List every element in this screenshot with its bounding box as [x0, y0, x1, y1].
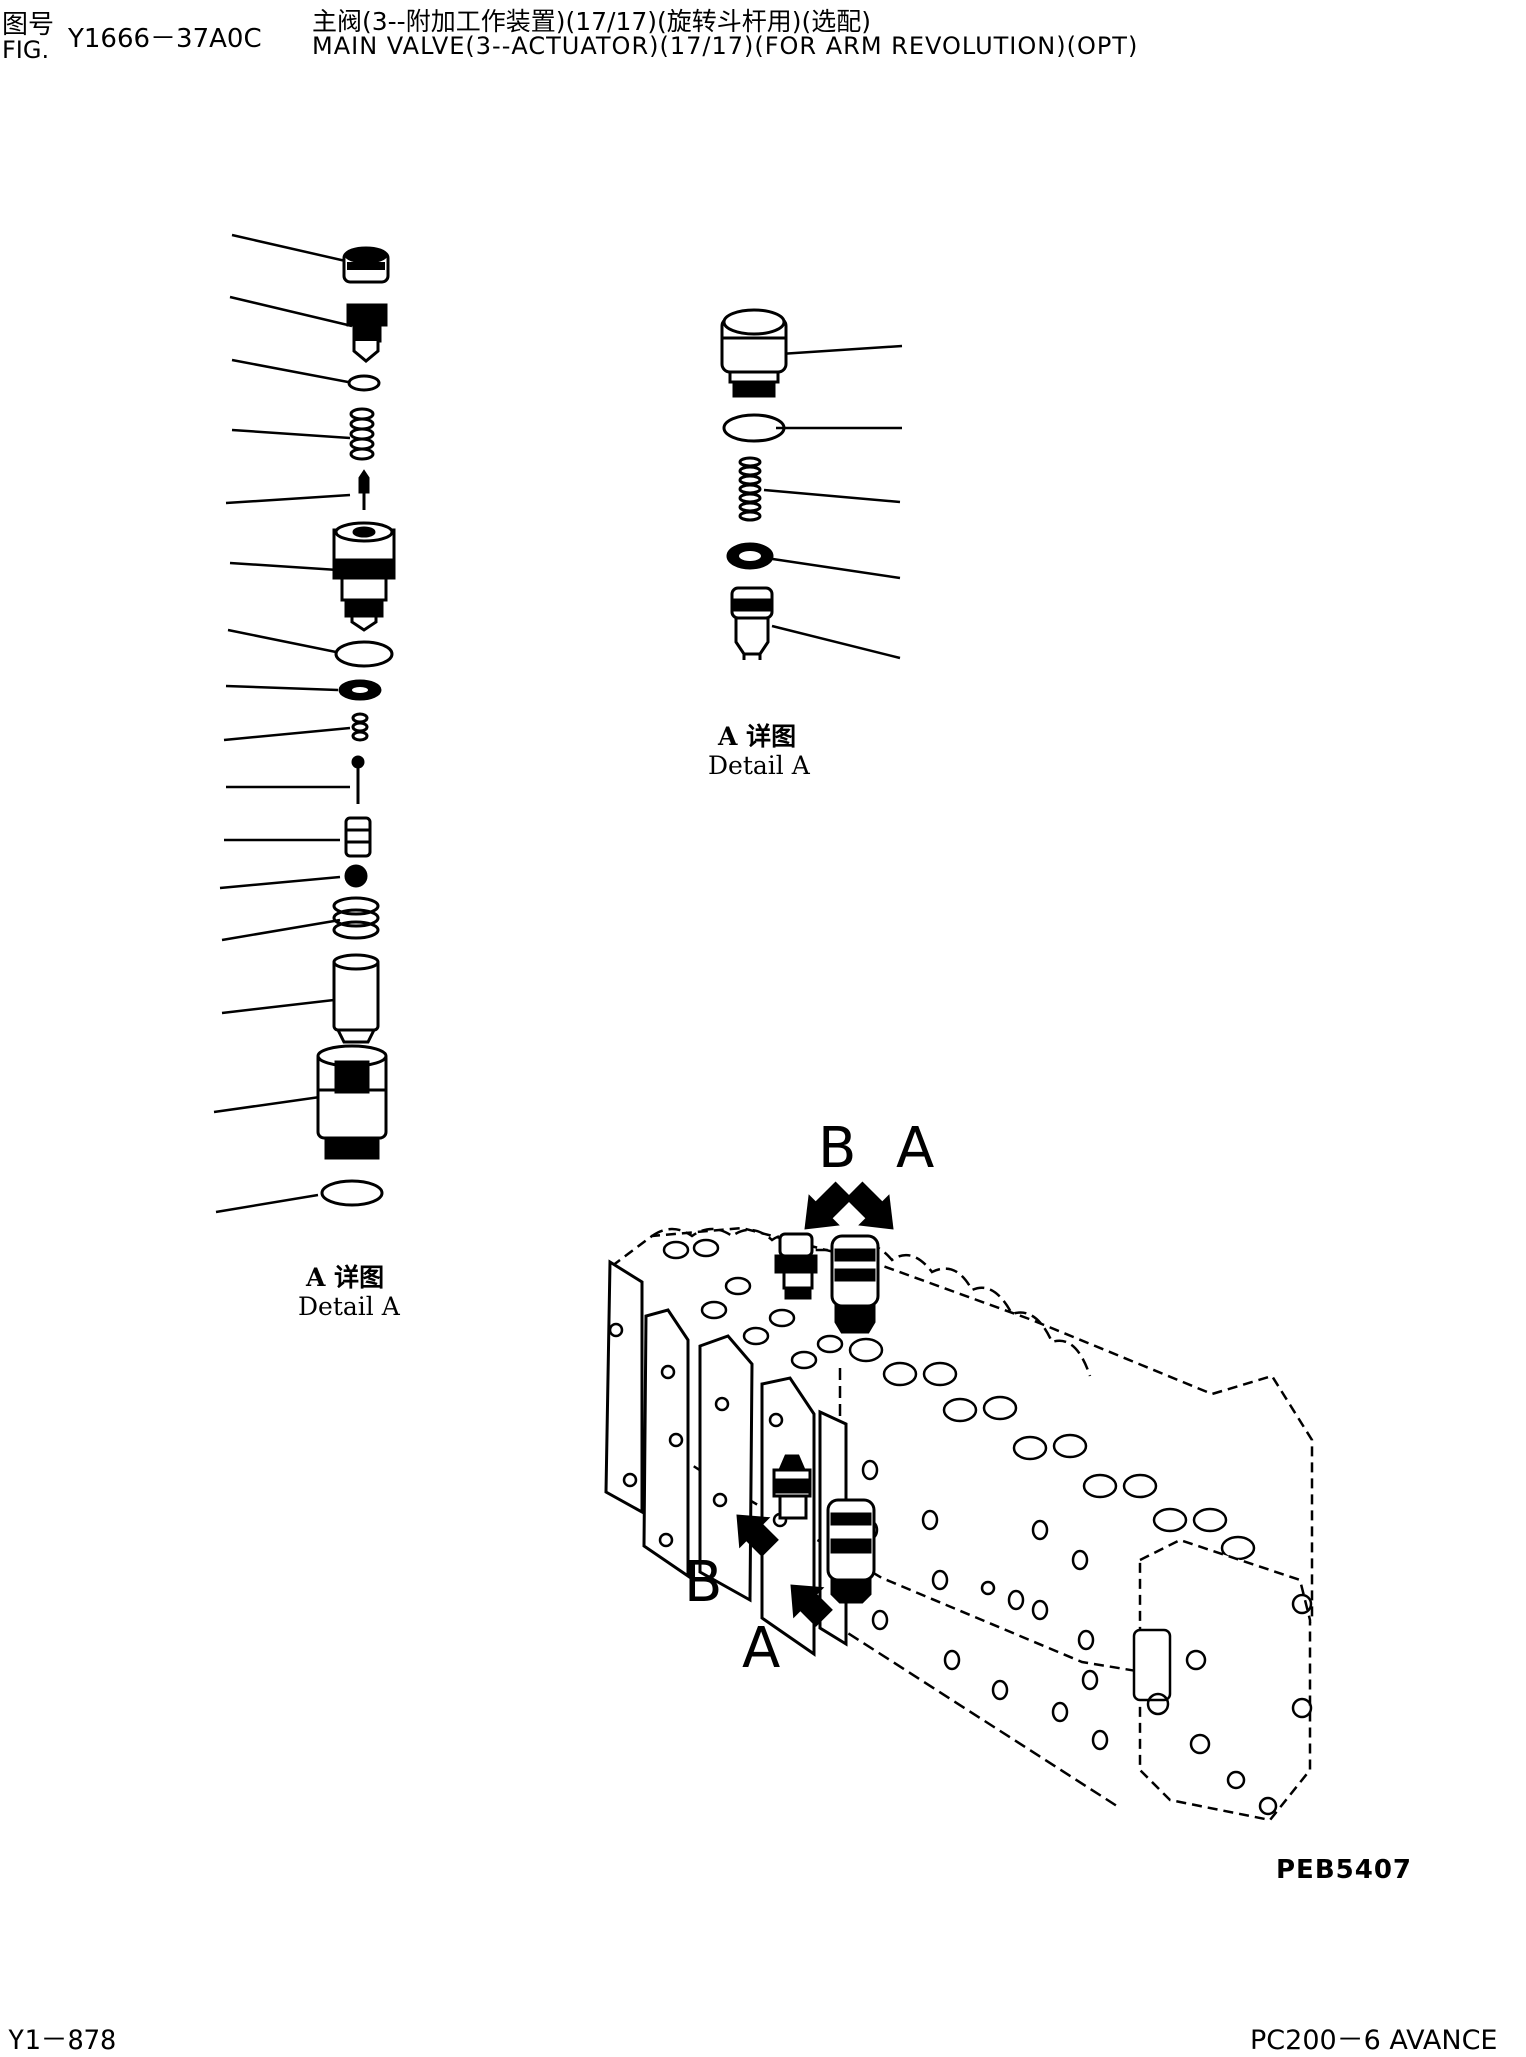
left-detail-caption-cn: A 详图: [306, 1263, 385, 1292]
end-cap: [1132, 1538, 1313, 1822]
footer-page: Y1－878: [8, 2025, 117, 2056]
label-b-top: B: [818, 1116, 857, 1181]
left-parts-stack: [316, 246, 396, 1207]
arrow-a-top: [845, 1181, 894, 1230]
arrow-b-bottom: [736, 1514, 779, 1557]
left-exploded-view: [213, 233, 396, 1214]
seal-pack: [332, 896, 380, 940]
valve-body-part: [332, 521, 396, 632]
o-ring-3: [320, 1179, 384, 1207]
fig-label-en: FIG.: [2, 36, 50, 64]
drawing-code: PEB5407: [1276, 1855, 1412, 1885]
label-a-bottom: A: [742, 1616, 781, 1681]
right-detail-caption-en: Detail A: [708, 751, 810, 780]
seat-ring-right: [726, 542, 774, 570]
label-a-top: A: [896, 1116, 935, 1181]
fig-label-cn: 图号: [2, 10, 55, 40]
pointer-arrows: [736, 1181, 894, 1627]
poppet-pin-2: [351, 755, 365, 804]
spring-right: [738, 456, 762, 522]
block-top-edge: [651, 1227, 1092, 1377]
plug-part: [346, 303, 388, 363]
right-leader-lines: [763, 344, 903, 660]
fig-number: Y1666－37A0C: [68, 24, 262, 54]
arrow-a-bottom: [790, 1584, 833, 1627]
backup-ring: [338, 679, 382, 701]
piston-part: [332, 953, 380, 1044]
title-en: MAIN VALVE(3‑‑ACTUATOR)(17/17)(FOR ARM R…: [312, 32, 1139, 60]
arrow-b-top: [804, 1181, 853, 1230]
spring-1: [349, 407, 375, 461]
right-detail-caption-cn: A 详图: [718, 722, 797, 751]
left-leader-lines: [213, 233, 353, 1214]
o-ring-right: [722, 413, 786, 443]
left-detail-caption-en: Detail A: [298, 1292, 400, 1321]
lower-cartridge-a: [826, 1498, 876, 1604]
o-ring-2: [334, 640, 394, 668]
upper-cartridge-b: [774, 1232, 818, 1300]
spring-2: [351, 712, 369, 742]
cap-nut-part: [342, 246, 390, 284]
o-ring-1: [347, 374, 381, 392]
valve-poppet-right: [730, 586, 774, 660]
title-cn: 主阀(3‑‑附加工作装置)(17/17)(旋转斗杆用)(选配): [312, 7, 872, 36]
steel-ball: [344, 864, 368, 888]
plug-large-part: [720, 308, 788, 398]
right-exploded-view: [720, 308, 903, 660]
front-ports: [861, 1459, 1109, 1751]
sleeve-part: [344, 816, 372, 858]
label-b-bottom: B: [684, 1550, 723, 1615]
upper-bores: [662, 1238, 1256, 1561]
footer-model: PC200－6 AVANCE: [1250, 2025, 1498, 2056]
valve-block-assembly: [604, 1181, 1314, 1822]
upper-cartridge-a: [830, 1234, 880, 1334]
lower-cartridge-b: [772, 1454, 812, 1520]
adapter-body-part: [316, 1044, 388, 1160]
poppet-pin-1: [358, 469, 370, 510]
